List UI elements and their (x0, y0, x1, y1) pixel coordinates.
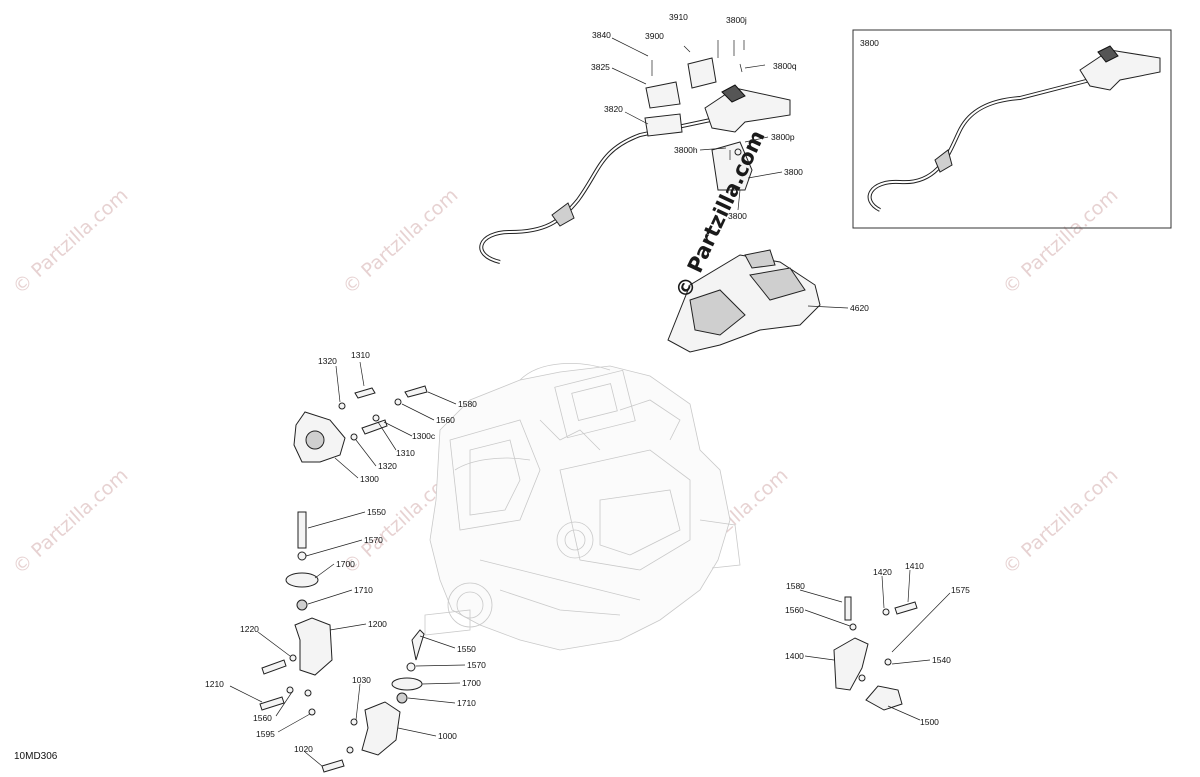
watermark-text: © Partzilla.com (9, 184, 133, 298)
label-3800: 3800 (784, 167, 803, 177)
watermark-text: © Partzilla.com (339, 184, 463, 298)
label-1030: 1030 (352, 675, 371, 685)
label-1540: 1540 (932, 655, 951, 665)
label-1700: 1700 (336, 559, 355, 569)
label-1320: 1320 (318, 356, 337, 366)
label-1310: 1310 (396, 448, 415, 458)
label-1560: 1560 (253, 713, 272, 723)
label-1210: 1210 (205, 679, 224, 689)
label-1000: 1000 (438, 731, 457, 741)
engine-illustration (424, 363, 741, 651)
label-3800q: 3800q (773, 61, 797, 71)
inset-label: 3800 (860, 38, 879, 48)
label-1310: 1310 (351, 350, 370, 360)
label-3800h: 3800h (674, 145, 698, 155)
label-1710: 1710 (457, 698, 476, 708)
label-3900: 3900 (645, 31, 664, 41)
label-3800: 3800 (728, 211, 747, 221)
watermark-text: © Partzilla.com (9, 464, 133, 578)
label-1300c: 1300c (412, 431, 436, 441)
inset-box: 3800 (852, 29, 1172, 229)
watermark-text: © Partzilla.com (999, 184, 1123, 298)
engine-mount-1000 (321, 629, 425, 773)
engine-mount-1400 (833, 596, 918, 711)
label-1020: 1020 (294, 744, 313, 754)
label-1550: 1550 (367, 507, 386, 517)
label-1575: 1575 (951, 585, 970, 595)
label-3840: 3840 (592, 30, 611, 40)
label-1700: 1700 (462, 678, 481, 688)
label-1580: 1580 (786, 581, 805, 591)
engine-mount-1200 (259, 511, 333, 716)
label-1400: 1400 (785, 651, 804, 661)
leader-lines (229, 37, 951, 767)
label-1500: 1500 (920, 717, 939, 727)
watermark-text: © Partzilla.com (999, 464, 1123, 578)
label-1595: 1595 (256, 729, 275, 739)
engine-mount-1300 (293, 385, 428, 463)
label-1710: 1710 (354, 585, 373, 595)
diagram-code: 10MD306 (14, 751, 58, 762)
label-3825: 3825 (591, 62, 610, 72)
label-1320: 1320 (378, 461, 397, 471)
label-1560: 1560 (785, 605, 804, 615)
label-1420: 1420 (873, 567, 892, 577)
label-1580: 1580 (458, 399, 477, 409)
label-1220: 1220 (240, 624, 259, 634)
part-labels: 3910 3800j 3840 3900 3800q 3825 3820 380… (205, 12, 970, 754)
label-1410: 1410 (905, 561, 924, 571)
label-1570: 1570 (467, 660, 486, 670)
bracket-4620: © Partzilla.com (667, 127, 821, 353)
label-3910: 3910 (669, 12, 688, 22)
label-3800j: 3800j (726, 15, 747, 25)
label-1300: 1300 (360, 474, 379, 484)
label-1550: 1550 (457, 644, 476, 654)
label-3820: 3820 (604, 104, 623, 114)
shifter-cable-assembly (479, 40, 791, 264)
label-1570: 1570 (364, 535, 383, 545)
label-1200: 1200 (368, 619, 387, 629)
label-1560: 1560 (436, 415, 455, 425)
label-3800p: 3800p (771, 132, 795, 142)
label-4620: 4620 (850, 303, 869, 313)
